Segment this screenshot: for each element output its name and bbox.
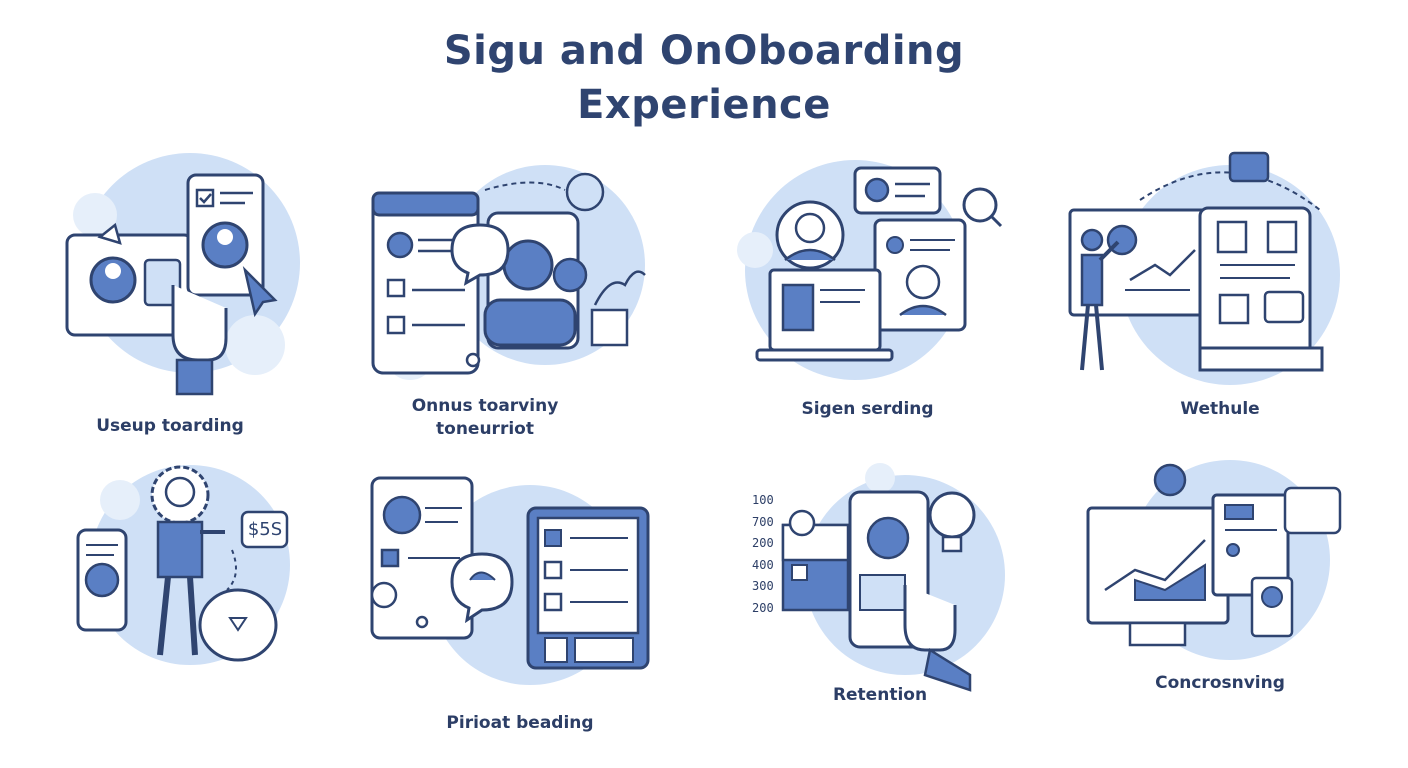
tablet-checklist-icon (370, 476, 650, 685)
panel-caption: Useup toarding (96, 416, 244, 436)
monitor-chart-icon (1086, 460, 1342, 660)
axis-value: 700 (752, 514, 774, 529)
axis-value: 400 (752, 557, 774, 572)
person-piggybank-icon (76, 465, 290, 665)
panel-caption: Retention (832, 685, 928, 705)
panel-concrosnving: Concrosnving (1085, 460, 1355, 700)
axis-value: 100 (752, 493, 774, 507)
axis-value: 300 (752, 579, 774, 594)
panel-sigen-serding: Sigen serding (735, 160, 1015, 430)
presenter-dashboard-icon (1068, 151, 1340, 385)
axis-values: 100 700 200 400 300 200 (752, 490, 782, 620)
panel-onnus-toarviny: Onnus toarviny toneurriot (370, 165, 650, 445)
panel-retention: Retention (780, 463, 1040, 710)
page-title: Sigu and OnOboarding Experience (0, 24, 1408, 132)
panel-caption: Sigen serding (801, 399, 934, 419)
phone-lightbulb-icon (781, 463, 1005, 692)
panel-pirioat-beading: Pirioat beading (360, 470, 680, 740)
panel-caption: Wethule (1180, 399, 1260, 419)
panel-caption: Pirioat beading (446, 713, 594, 733)
panel-person-savings: $5S (60, 460, 320, 680)
panel-useup-toarding: Useup toarding (55, 145, 305, 436)
panel-caption: Concrosnving (1155, 673, 1285, 693)
axis-value: 200 (752, 536, 774, 551)
page-title-line-2: Experience (577, 82, 831, 128)
axis-value: 200 (752, 600, 774, 615)
price-tag: $5S (247, 519, 283, 540)
tablet-phone-tap-icon (65, 153, 300, 396)
panel-caption: Onnus toarviny toneurriot (411, 396, 559, 439)
page-title-line-1: Sigu and OnOboarding (443, 28, 965, 74)
checklist-chat-icon (371, 165, 646, 380)
panel-wethule: Wethule (1060, 150, 1350, 430)
laptop-profile-icon (737, 160, 1003, 380)
